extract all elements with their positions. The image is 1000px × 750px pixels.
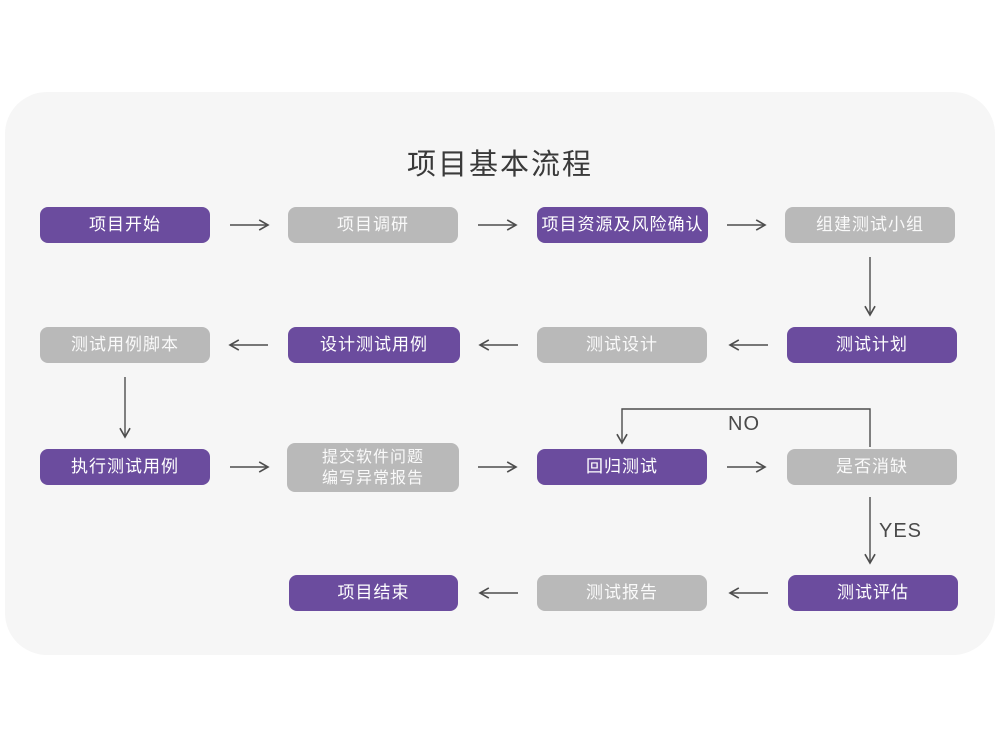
flowchart-card: [5, 92, 995, 655]
node-label: 测试设计: [586, 335, 658, 354]
node-submit-issue-report: 提交软件问题 编写异常报告: [287, 443, 459, 492]
node-label: 项目结束: [337, 583, 410, 602]
node-label: 是否消缺: [836, 457, 908, 476]
node-project-research: 项目调研: [288, 207, 458, 243]
edge-label-no: NO: [728, 413, 760, 435]
node-label: 项目资源及风险确认: [541, 215, 704, 234]
node-label: 项目调研: [337, 215, 409, 234]
node-label: 测试用例脚本: [71, 335, 179, 354]
node-label: 回归测试: [586, 457, 658, 476]
node-resources-risk: 项目资源及风险确认: [537, 207, 708, 243]
node-label: 项目开始: [89, 215, 161, 234]
node-regression-test: 回归测试: [537, 449, 707, 485]
edge-label-yes: YES: [879, 520, 923, 542]
node-test-report: 测试报告: [537, 575, 707, 611]
node-design-test-cases: 设计测试用例: [288, 327, 460, 363]
node-label: 设计测试用例: [320, 335, 428, 354]
node-label: 测试评估: [837, 583, 909, 602]
node-execute-test-cases: 执行测试用例: [40, 449, 210, 485]
node-project-end: 项目结束: [289, 575, 458, 611]
diagram-title: 项目基本流程: [406, 149, 593, 181]
node-label: 组建测试小组: [816, 215, 924, 234]
node-label: 执行测试用例: [71, 457, 179, 476]
node-test-evaluation: 测试评估: [788, 575, 958, 611]
node-test-case-script: 测试用例脚本: [40, 327, 210, 363]
node-test-plan: 测试计划: [787, 327, 957, 363]
node-test-design: 测试设计: [537, 327, 707, 363]
node-label: 测试计划: [836, 335, 908, 354]
node-label: 测试报告: [586, 583, 658, 602]
node-label-line2: 编写异常报告: [321, 469, 424, 487]
node-defect-cleared-check: 是否消缺: [787, 449, 957, 485]
node-project-start: 项目开始: [40, 207, 210, 243]
node-label-line1: 提交软件问题: [321, 448, 424, 466]
node-build-test-team: 组建测试小组: [785, 207, 955, 243]
